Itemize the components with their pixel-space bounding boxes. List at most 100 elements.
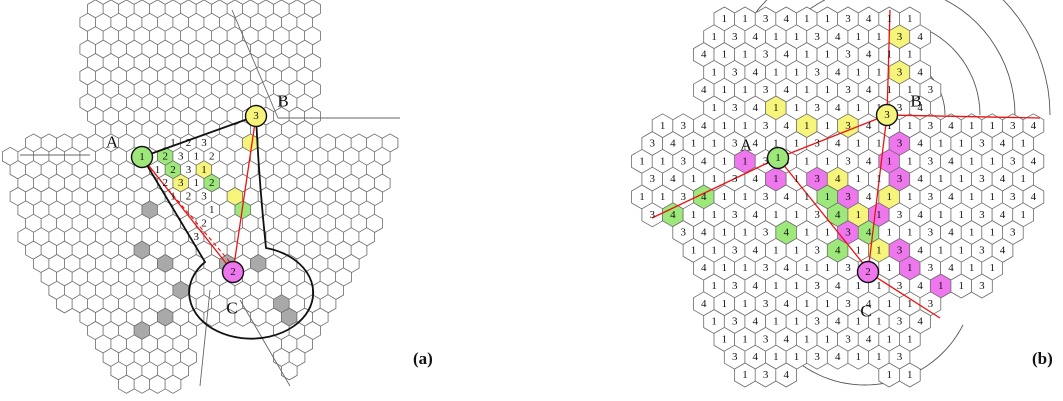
cell-number: 3 xyxy=(732,209,738,221)
cell-number: 1 xyxy=(804,333,810,345)
cell-number: 2 xyxy=(209,177,215,189)
cell-number: 2 xyxy=(186,137,192,149)
panel-b-point-label-a: A xyxy=(740,136,753,155)
cell-number: 1 xyxy=(907,120,913,132)
cell-number: 3 xyxy=(814,209,820,221)
cell-number: 1 xyxy=(876,351,882,363)
cell-number: 3 xyxy=(897,280,903,292)
cell-number: 3 xyxy=(814,351,820,363)
cell-number: 4 xyxy=(917,66,923,78)
cell-number: 1 xyxy=(711,66,717,78)
cell-number: 4 xyxy=(866,120,872,132)
cell-number: 1 xyxy=(660,155,666,167)
cell-number: 1 xyxy=(742,84,748,96)
cell-number: 1 xyxy=(742,227,748,239)
cell-number: 1 xyxy=(773,173,779,185)
cell-number: 2 xyxy=(201,217,207,229)
cell-number: 1 xyxy=(201,164,207,176)
sector-edge-line xyxy=(231,9,279,119)
cell-number: 3 xyxy=(732,138,738,150)
cell-number: 1 xyxy=(773,351,779,363)
cell-number: 3 xyxy=(680,227,686,239)
cell-number: 4 xyxy=(866,333,872,345)
cell-number: 4 xyxy=(835,280,841,292)
cell-number: 1 xyxy=(742,120,748,132)
cell-number: 3 xyxy=(897,138,903,150)
cell-number: 3 xyxy=(1010,120,1016,132)
cell-number: 1 xyxy=(907,155,913,167)
cell-number: 1 xyxy=(742,262,748,274)
cell-number: 1 xyxy=(722,227,728,239)
panel-a-marker-b-value: 3 xyxy=(253,110,259,122)
cell-number: 1 xyxy=(804,13,810,25)
cell-number: 1 xyxy=(969,191,975,203)
cell-number: 4 xyxy=(917,209,923,221)
cell-number: 4 xyxy=(866,298,872,310)
cell-number: 3 xyxy=(928,120,934,132)
cell-number: 1 xyxy=(794,351,800,363)
cell-number: 3 xyxy=(814,173,820,185)
cell-number: 1 xyxy=(711,280,717,292)
cell-number: 1 xyxy=(969,120,975,132)
cell-number: 3 xyxy=(732,280,738,292)
cell-number: 4 xyxy=(783,84,789,96)
cell-number: 3 xyxy=(814,280,820,292)
cell-number: 3 xyxy=(897,244,903,256)
cell-number: 4 xyxy=(753,31,759,43)
cell-number: 1 xyxy=(742,369,748,381)
cell-number: 1 xyxy=(886,49,892,61)
cell-number: 4 xyxy=(917,173,923,185)
cell-number: 1 xyxy=(856,66,862,78)
cell-number: 4 xyxy=(917,102,923,114)
panel-b-overlay xyxy=(651,9,1041,319)
cell-number: 1 xyxy=(886,13,892,25)
cell-number: 3 xyxy=(928,155,934,167)
cell-number: 1 xyxy=(722,155,728,167)
cell-number: 3 xyxy=(897,209,903,221)
cell-number: 3 xyxy=(814,31,820,43)
cell-number: 4 xyxy=(783,227,789,239)
cell-number: 3 xyxy=(814,316,820,328)
cell-number: 1 xyxy=(691,173,697,185)
cell-number: 3 xyxy=(845,120,851,132)
cell-number: 3 xyxy=(979,209,985,221)
panel-b-label: (b) xyxy=(1032,349,1053,368)
cell-number: 3 xyxy=(732,66,738,78)
cell-number: 3 xyxy=(928,227,934,239)
cell-number: 1 xyxy=(170,191,176,203)
cell-number: 1 xyxy=(773,244,779,256)
cell-number: 3 xyxy=(979,244,985,256)
cell-number: 2 xyxy=(163,150,169,162)
cell-number: 4 xyxy=(1000,209,1006,221)
cell-number: 1 xyxy=(794,31,800,43)
panel-b-markers: 132 xyxy=(766,103,899,284)
cell-number: 3 xyxy=(201,191,207,203)
cell-number: 1 xyxy=(938,138,944,150)
cell-number: 4 xyxy=(783,262,789,274)
cell-number: 4 xyxy=(917,31,923,43)
cell-number: 1 xyxy=(938,244,944,256)
cell-number: 1 xyxy=(969,155,975,167)
cell-number: 4 xyxy=(917,280,923,292)
cell-number: 3 xyxy=(845,49,851,61)
sector-edge-line xyxy=(239,299,291,387)
sector-edge-line xyxy=(199,289,211,387)
hex-cell xyxy=(118,374,135,394)
cell-number: 4 xyxy=(948,155,954,167)
cell-number: 1 xyxy=(825,13,831,25)
cell-number: 4 xyxy=(670,209,676,221)
cell-number: 1 xyxy=(825,120,831,132)
cell-number: 4 xyxy=(948,191,954,203)
cell-number: 1 xyxy=(825,262,831,274)
cell-number: 3 xyxy=(845,298,851,310)
cell-number: 1 xyxy=(794,244,800,256)
cell-number: 4 xyxy=(835,102,841,114)
cell-number: 1 xyxy=(907,49,913,61)
cell-number: 1 xyxy=(969,227,975,239)
cell-number: 1 xyxy=(907,333,913,345)
cell-number: 3 xyxy=(928,262,934,274)
cell-number: 3 xyxy=(650,138,656,150)
cell-number: 4 xyxy=(866,155,872,167)
cell-number: 1 xyxy=(876,138,882,150)
